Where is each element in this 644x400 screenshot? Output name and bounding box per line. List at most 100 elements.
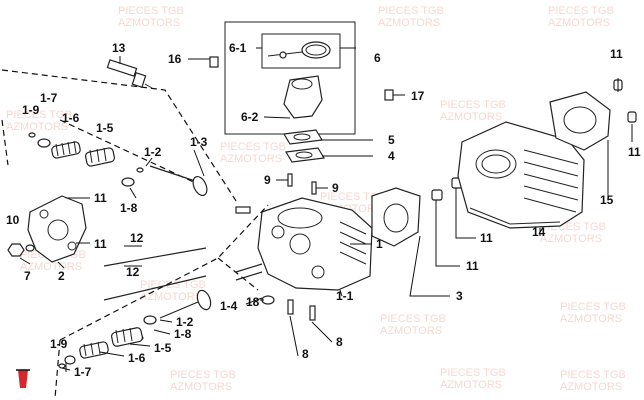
watermark-text: PIECES TGB (220, 141, 286, 153)
watermark-text: AZMOTORS (118, 17, 180, 29)
watermark-text: PIECES TGB (118, 5, 184, 17)
callout-18: 18 (246, 295, 260, 309)
assembly-outline-upper (1, 69, 239, 205)
callout-11: 11 (94, 191, 107, 205)
hose-clamp (267, 41, 331, 59)
callout-1-6: 1-6 (128, 351, 146, 365)
callout-9: 9 (264, 173, 271, 187)
callout-16: 16 (168, 52, 182, 66)
cylinder-base-gasket (549, 91, 611, 151)
callout-9: 9 (332, 181, 339, 195)
brand-logo (16, 369, 30, 388)
callout-11: 11 (466, 259, 479, 273)
watermark-text: AZMOTORS (220, 153, 282, 165)
callout-1-3: 1-3 (190, 135, 208, 149)
dowels-11-right (613, 79, 637, 123)
callout-1-9: 1-9 (22, 103, 40, 117)
assembly-outline-lower (54, 204, 269, 399)
bolt-17 (384, 89, 394, 101)
callout-2: 2 (58, 269, 65, 283)
callout-1-2: 1-2 (176, 315, 194, 329)
nut-10 (7, 243, 25, 257)
callout-1-8: 1-8 (120, 201, 138, 215)
watermark-text: PIECES TGB (380, 313, 446, 325)
callout-1-5: 1-5 (154, 341, 172, 355)
callout-6-2: 6-2 (241, 110, 259, 124)
callout-14: 14 (532, 225, 546, 239)
bolt-16 (209, 56, 219, 68)
cylinder-head-gasket (371, 187, 421, 247)
callout-11: 11 (610, 47, 623, 61)
callout-1-9: 1-9 (50, 337, 68, 351)
small-studs (235, 206, 275, 305)
watermark-text: AZMOTORS (170, 381, 232, 393)
callout-6: 6 (374, 51, 381, 65)
callout-8: 8 (336, 335, 343, 349)
callout-11: 11 (628, 145, 641, 159)
watermark-text: PIECES TGB (170, 369, 236, 381)
watermark-text: PIECES TGB (440, 367, 506, 379)
dowels-11 (431, 177, 463, 201)
valve-spring-lower (58, 327, 143, 369)
callout-11: 11 (94, 237, 107, 251)
spark-plug (106, 59, 153, 89)
watermark-text: AZMOTORS (540, 233, 602, 245)
watermark-text: PIECES TGB (560, 301, 626, 313)
callout-labels: 13 16 6-1 6 6-2 17 5 4 1-7 1-9 1-6 1-5 1… (6, 41, 641, 379)
valve-lower (136, 289, 212, 341)
callout-12: 12 (130, 231, 144, 245)
callout-1-7: 1-7 (40, 91, 58, 105)
callout-7: 7 (24, 269, 31, 283)
callout-8: 8 (302, 347, 309, 361)
callout-1-2: 1-2 (144, 145, 162, 159)
valve-spring-upper (28, 132, 116, 167)
watermark-text: AZMOTORS (378, 17, 440, 29)
callout-17: 17 (411, 89, 425, 103)
callout-1-4: 1-4 (220, 299, 238, 313)
valve-upper (121, 165, 208, 197)
gasket-5 (283, 129, 323, 145)
watermark-text: PIECES TGB (440, 99, 506, 111)
watermark-text: AZMOTORS (20, 261, 82, 273)
intake-manifold (283, 75, 323, 119)
callout-12: 12 (126, 265, 140, 279)
callout-1-7: 1-7 (74, 365, 92, 379)
watermark-text: AZMOTORS (140, 291, 202, 303)
callout-1-6: 1-6 (62, 111, 80, 125)
watermark-text: PIECES TGB (320, 191, 386, 203)
studs-12 (103, 247, 207, 301)
callout-1-1: 1-1 (336, 289, 354, 303)
watermark-text: AZMOTORS (380, 325, 442, 337)
watermark-text: AZMOTORS (6, 121, 68, 133)
watermark-text: AZMOTORS (440, 379, 502, 391)
watermark-text: AZMOTORS (560, 313, 622, 325)
callout-13: 13 (112, 41, 126, 55)
callout-3: 3 (456, 289, 463, 303)
callout-4: 4 (388, 149, 395, 163)
watermark-text: AZMOTORS (548, 17, 610, 29)
watermark-text: AZMOTORS (440, 111, 502, 123)
inset-box-6-1 (261, 33, 341, 69)
callout-1: 1 (376, 237, 383, 251)
cylinder-head (257, 197, 373, 291)
callout-1-5: 1-5 (96, 121, 114, 135)
callout-11: 11 (480, 231, 493, 245)
camshaft-holder (27, 195, 87, 263)
washer-7 (25, 244, 35, 252)
callout-1-8: 1-8 (174, 327, 192, 341)
pins-8 (287, 299, 316, 321)
callout-6-1: 6-1 (229, 41, 247, 55)
watermark-group: PIECES TGB AZMOTORS PIECES TGB AZMOTORS … (6, 5, 626, 393)
watermark-text: PIECES TGB (378, 5, 444, 17)
callout-15: 15 (600, 193, 614, 207)
leader-lines (19, 47, 633, 372)
gasket-4 (285, 147, 325, 163)
watermark-text: PIECES TGB (560, 369, 626, 381)
cylinder-block (457, 121, 585, 229)
watermark-text: PIECES TGB (6, 109, 72, 121)
dowel-pins-9 (287, 173, 317, 195)
callout-5: 5 (388, 133, 395, 147)
watermark-text: PIECES TGB (548, 5, 614, 17)
watermark-text: AZMOTORS (560, 381, 622, 393)
